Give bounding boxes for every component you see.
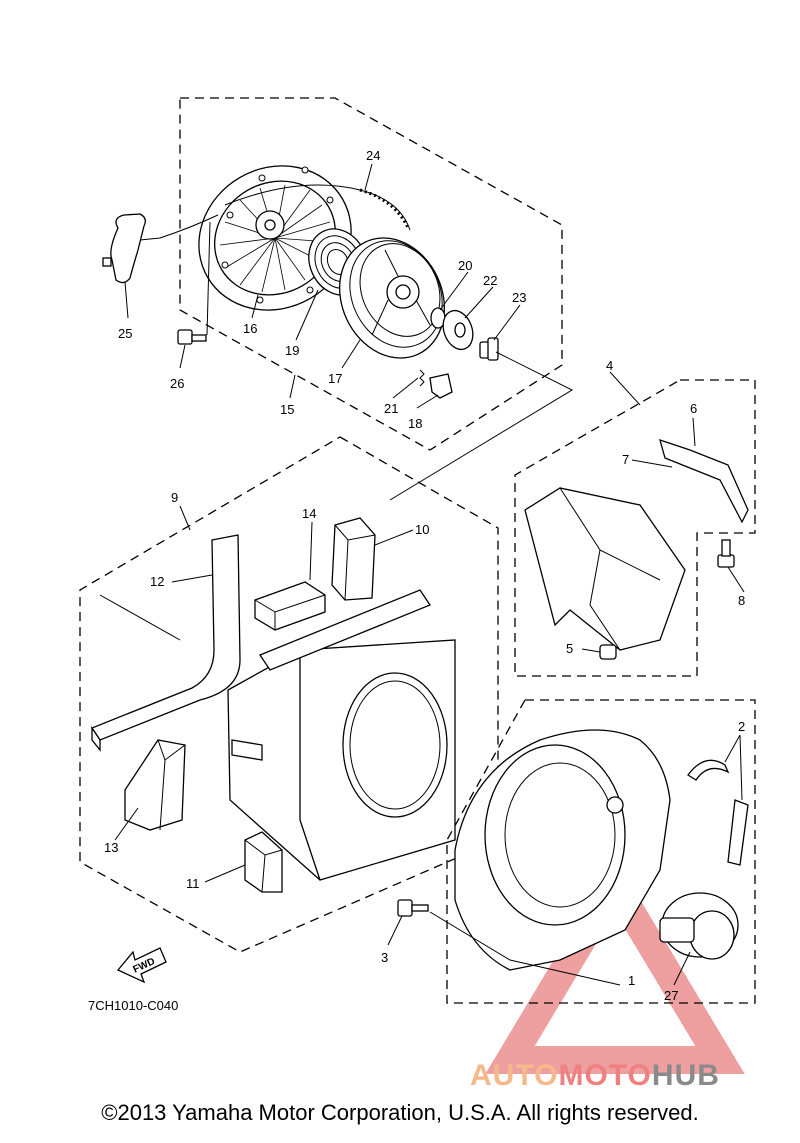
seal-part-13 xyxy=(124,739,186,831)
callout-14: 14 xyxy=(302,506,316,521)
callout-19: 19 xyxy=(285,343,299,358)
callout-13: 13 xyxy=(104,840,118,855)
callout-20: 20 xyxy=(458,258,472,273)
callout-6: 6 xyxy=(690,401,697,416)
air-shroud-part-9 xyxy=(227,589,456,881)
spring-part-21 xyxy=(419,369,425,387)
callout-1: 1 xyxy=(628,973,635,988)
watermark-part2: MOTO xyxy=(558,1059,651,1092)
watermark-part1: AUTO xyxy=(470,1059,558,1092)
bolt-part-26 xyxy=(177,329,207,345)
callout-9: 9 xyxy=(171,490,178,505)
callout-18: 18 xyxy=(408,416,422,431)
callout-3: 3 xyxy=(381,950,388,965)
callout-8: 8 xyxy=(738,593,745,608)
starter-housing-part-16 xyxy=(198,165,352,311)
callout-26: 26 xyxy=(170,376,184,391)
ratchet-part-18 xyxy=(429,373,453,399)
cylinder-cover-part-4 xyxy=(524,487,686,651)
starter-rope-part-24 xyxy=(159,184,411,239)
watermark-triangle xyxy=(485,857,745,1074)
washer-part-22 xyxy=(442,309,474,351)
callout-22: 22 xyxy=(483,273,497,288)
callout-24: 24 xyxy=(366,148,380,163)
callout-16: 16 xyxy=(243,321,257,336)
group-9-outline xyxy=(79,436,499,953)
callout-15: 15 xyxy=(280,402,294,417)
part-27 xyxy=(659,892,739,960)
copyright-notice: ©2013 Yamaha Motor Corporation, U.S.A. A… xyxy=(101,1100,699,1125)
diagram-code: 7CH1010-C040 xyxy=(88,998,178,1013)
group-15-outline xyxy=(179,97,563,451)
callout-2: 2 xyxy=(738,719,745,734)
callout-5: 5 xyxy=(566,641,573,656)
callout-7: 7 xyxy=(622,452,629,467)
grommet-part-5 xyxy=(599,644,617,660)
watermark-logo: AUTOMOTOHUB xyxy=(470,1059,720,1092)
fwd-arrow-icon: FWD xyxy=(116,947,167,984)
seal-part-10 xyxy=(331,517,376,601)
callout-25: 25 xyxy=(118,326,132,341)
seal-part-11 xyxy=(244,831,283,893)
leader-lines xyxy=(99,163,745,986)
callout-10: 10 xyxy=(415,522,429,537)
callout-12: 12 xyxy=(150,574,164,589)
sheave-drum-part-17 xyxy=(339,237,445,359)
callout-21: 21 xyxy=(384,401,398,416)
seal-part-14 xyxy=(254,581,326,631)
watermark-part3: HUB xyxy=(652,1059,720,1092)
bracket-part-6 xyxy=(659,438,749,524)
starter-handle-part-25 xyxy=(102,213,161,284)
rope-dots xyxy=(359,188,410,229)
callout-27: 27 xyxy=(664,988,678,1003)
bolt-part-23 xyxy=(479,337,499,361)
seal-part-12 xyxy=(91,534,241,752)
svg-text:AUTOMOTOHUB: AUTOMOTOHUB xyxy=(470,1059,720,1092)
callout-labels: 24 25 16 19 17 20 22 23 21 18 26 15 4 6 … xyxy=(104,148,745,1003)
callout-4: 4 xyxy=(606,358,613,373)
callout-17: 17 xyxy=(328,371,342,386)
bolt-part-8 xyxy=(717,539,735,568)
fan-case-part-1 xyxy=(454,729,671,971)
callout-11: 11 xyxy=(186,876,200,891)
bolt-part-3 xyxy=(397,899,429,917)
pipe-part-2 xyxy=(687,759,749,866)
callout-23: 23 xyxy=(512,290,526,305)
